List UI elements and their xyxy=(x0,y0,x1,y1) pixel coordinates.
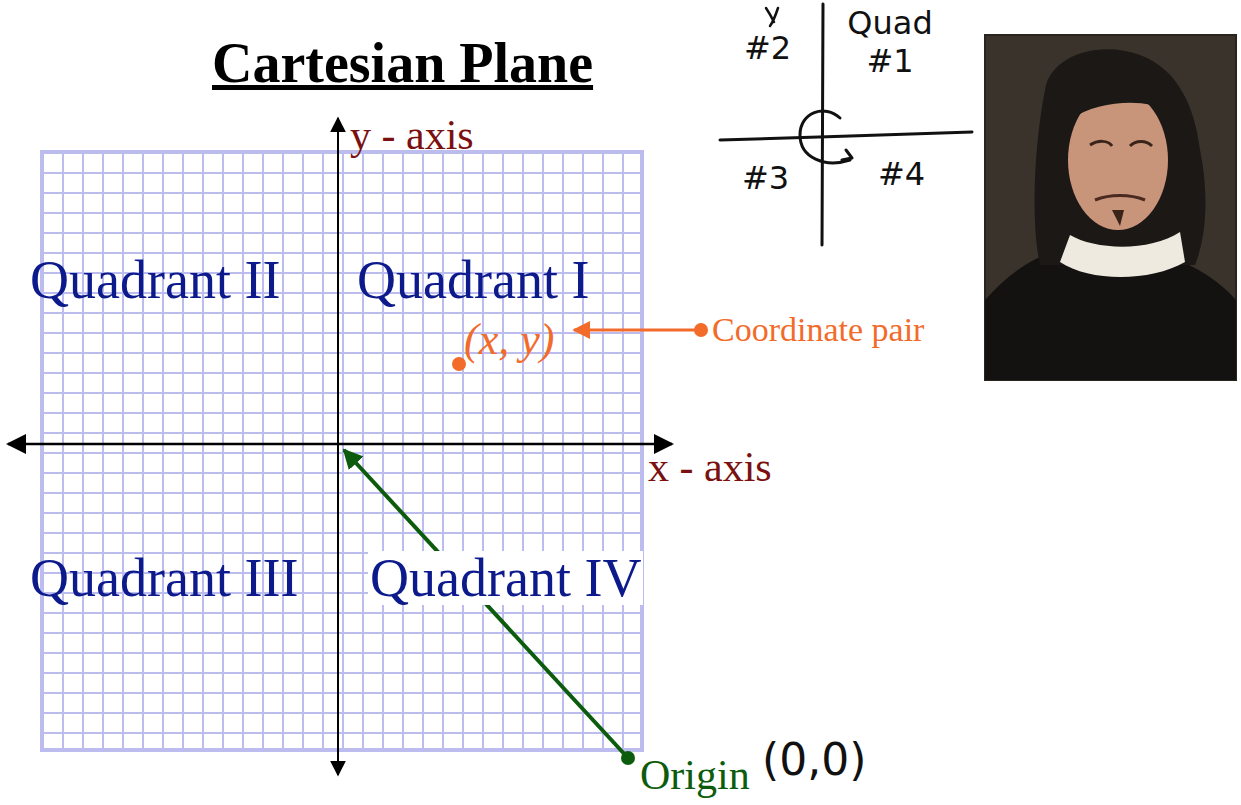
handwritten-note: (0,0) xyxy=(762,738,866,782)
handwritten-note: #3 xyxy=(742,162,789,194)
point-dot xyxy=(452,357,466,371)
quadrant-label: Quadrant IV xyxy=(368,551,643,605)
coordinate-text: (x, y) xyxy=(464,318,554,362)
sketch-y-axis xyxy=(822,4,823,245)
quadrant-label: Quadrant I xyxy=(357,253,589,307)
x-axis-line xyxy=(8,443,672,446)
axis-label: x - axis xyxy=(648,446,772,488)
title: Cartesian Plane xyxy=(212,35,593,91)
callout-label: Origin xyxy=(640,754,750,796)
axis-label: y - axis xyxy=(350,114,474,156)
quadrant-label: Quadrant III xyxy=(30,551,298,605)
grid-border xyxy=(42,152,642,750)
sketch-mark xyxy=(766,8,778,26)
sketch-x-axis xyxy=(720,132,972,140)
origin-dot xyxy=(621,751,635,765)
handwritten-note: Quad #1 xyxy=(830,4,950,80)
y-axis-line xyxy=(337,118,339,775)
pointer-arrow xyxy=(574,329,700,332)
handwritten-note: #2 xyxy=(744,32,791,64)
handwritten-note: #4 xyxy=(878,158,925,190)
callout-label: Coordinate pair xyxy=(712,313,924,347)
grid xyxy=(42,152,642,750)
descartes-portrait xyxy=(985,35,1236,380)
pointer-dot xyxy=(694,323,708,337)
quadrant-label: Quadrant II xyxy=(30,253,280,307)
sketch-rotation-arrow xyxy=(800,111,852,163)
